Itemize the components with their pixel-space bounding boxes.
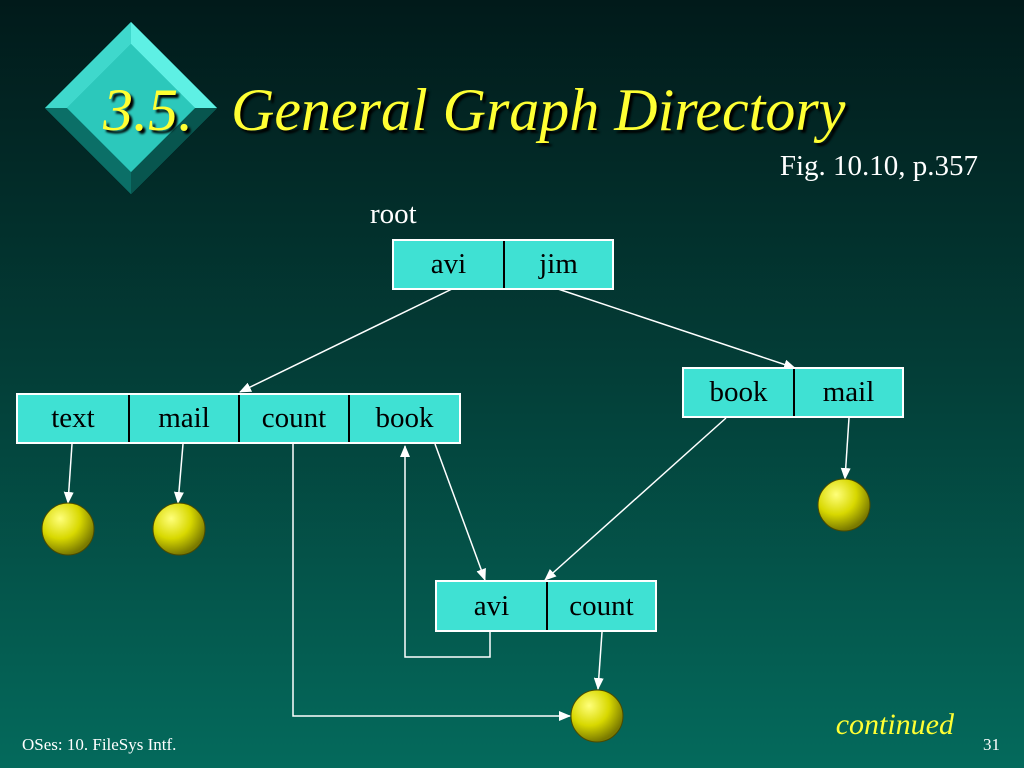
link-cycle-avi-book <box>400 445 491 658</box>
link-text-file <box>63 443 74 504</box>
file-node-icon <box>41 502 95 556</box>
file-node-icon <box>152 502 206 556</box>
slide-bullet-diamond <box>45 22 217 194</box>
title-text: General Graph Directory <box>231 77 846 143</box>
link-count-shared-file <box>292 444 571 721</box>
link-jim-mail-file <box>840 417 851 480</box>
dir-entry: mail <box>792 369 902 416</box>
avi-directory: text mail count book <box>16 393 461 444</box>
dir-entry: avi <box>473 589 510 622</box>
link-mail-file <box>173 443 184 504</box>
link-root-avi <box>239 288 453 393</box>
root-directory: avi jim <box>392 239 614 290</box>
dir-entry: avi <box>430 248 467 280</box>
dir-entry: text <box>51 402 95 434</box>
dir-entry: book <box>347 395 459 442</box>
page-number: 31 <box>983 735 1000 754</box>
root-label: root <box>370 198 417 230</box>
link-jim-book-subdir <box>544 417 727 581</box>
continued-label: continued <box>835 708 954 741</box>
dir-entry: jim <box>502 241 612 288</box>
shared-directory: avi count <box>435 580 657 632</box>
section-number: 3.5. <box>103 77 193 143</box>
link-shared-count-file <box>593 631 604 690</box>
file-node-icon <box>570 689 624 743</box>
link-book-subdir <box>434 443 486 581</box>
dir-entry: count <box>545 582 655 630</box>
dir-entry: mail <box>127 395 238 442</box>
figure-reference: Fig. 10.10, p.357 <box>779 150 978 182</box>
footer-course-label: OSes: 10. FileSys Intf. <box>22 735 177 754</box>
jim-directory: book mail <box>682 367 904 418</box>
link-root-jim <box>557 288 796 370</box>
dir-entry: count <box>237 395 348 442</box>
dir-entry: book <box>709 376 768 408</box>
slide-title: 3.5. General Graph Directory <box>103 74 845 146</box>
file-node-icon <box>817 478 871 532</box>
